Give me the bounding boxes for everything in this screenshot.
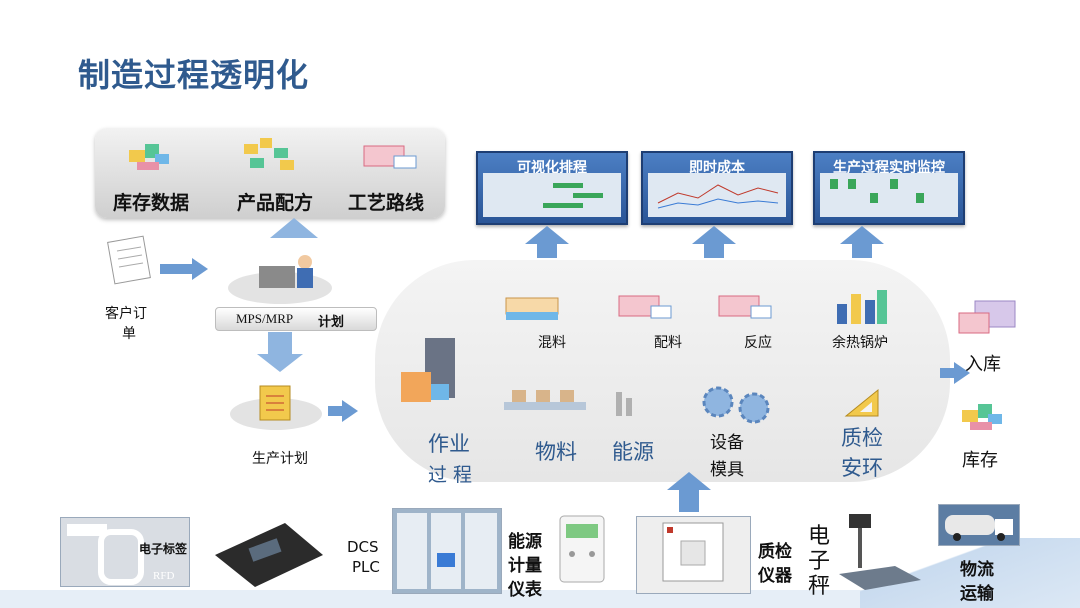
order-document-icon [103, 235, 159, 285]
product-recipe-icon [240, 134, 300, 174]
waste-heat-boiler-icon [831, 284, 891, 328]
up-arrow-3 [840, 226, 884, 258]
production-plan-icon [228, 380, 324, 432]
up-arrow-1 [525, 226, 569, 258]
realtime-monitoring-title: 生产过程实时监控 [833, 160, 945, 176]
energy-meter-label-1: 能源 [508, 532, 542, 552]
plan-right-arrow [328, 400, 358, 422]
up-arrow-bottom [667, 472, 711, 512]
qc-instrument-label-1: 质检 [758, 542, 792, 562]
mold-label: 模具 [710, 460, 744, 480]
triangle-ruler-icon [842, 386, 882, 420]
mps-mrp-label: MPS/MRP [236, 311, 294, 326]
down-arrow-plan [270, 218, 318, 238]
handheld-scanner-icon [205, 515, 330, 590]
down-arrow-production [257, 332, 303, 372]
quality-label: 质检 [841, 426, 883, 450]
inventory-icon [958, 396, 1008, 436]
logistics-label-1: 物流 [960, 560, 994, 580]
conveyor-icon [502, 386, 588, 416]
electronic-scale-icon [835, 508, 925, 594]
rfid-tag-label: 电子标签 [139, 542, 188, 556]
product-recipe-label: 产品配方 [237, 192, 314, 214]
gears-icon [692, 384, 784, 424]
batching-icon [615, 292, 675, 328]
data-source-panel: 库存数据 产品配方 工艺路线 [95, 128, 445, 218]
production-plan-label: 生产计划 [252, 451, 308, 467]
order-right-arrow [160, 258, 208, 280]
equipment-label: 设备 [710, 433, 744, 453]
control-cabinet-image [392, 508, 502, 594]
inventory-data-label: 库存数据 [113, 192, 190, 214]
visual-scheduling-title: 可视化排程 [517, 160, 587, 176]
qc-instrument-image [636, 516, 751, 594]
reaction-icon [715, 292, 775, 328]
reaction-label: 反应 [744, 335, 772, 351]
process-panel: 混料 配料 反应 余热锅炉 作业 过 程 物料 能源 设备 模具 质检 安环 [375, 260, 950, 486]
energy-meter-icon [556, 514, 608, 584]
realtime-cost-screen: 即时成本 [641, 151, 793, 225]
inventory-data-icon [125, 136, 175, 176]
energy-meter-label-2: 计量 [508, 556, 542, 576]
up-arrow-2 [692, 226, 736, 258]
process-right-arrow [940, 362, 970, 384]
batching-label: 配料 [654, 335, 682, 351]
scale-label-2: 子 [808, 549, 831, 574]
energy-label: 能源 [612, 440, 654, 464]
material-label: 物料 [535, 440, 577, 464]
mixing-icon [502, 288, 562, 328]
logistics-truck-image [938, 504, 1020, 546]
page-title: 制造过程透明化 [78, 56, 310, 94]
inventory-label: 库存 [962, 450, 998, 471]
order-label-1: 客户订 [105, 306, 147, 322]
realtime-monitoring-screen: 生产过程实时监控 [813, 151, 965, 225]
rfid-tag-image: 电子标签 RFD [60, 517, 190, 587]
dcs-label: DCS [347, 538, 379, 556]
qc-instrument-label-2: 仪器 [758, 566, 792, 586]
order-label-2: 单 [122, 326, 136, 342]
process-route-icon [360, 142, 420, 176]
inbound-label: 入库 [965, 354, 1001, 375]
bottom-band [0, 590, 1080, 608]
rfd-label: RFD [153, 570, 175, 582]
process-route-label: 工艺路线 [348, 192, 425, 214]
mps-mrp-plan-bar: MPS/MRP 计划 [215, 307, 377, 331]
scale-label-3: 秤 [808, 574, 831, 599]
work-label: 作业 [428, 432, 470, 456]
energy-icon [613, 388, 637, 418]
realtime-cost-title: 即时成本 [689, 160, 745, 176]
energy-meter-label-3: 仪表 [508, 580, 542, 600]
plc-label: PLC [352, 558, 380, 576]
logistics-label-2: 运输 [960, 584, 994, 604]
inbound-boxes-icon [955, 295, 1021, 339]
factory-building-icon [395, 334, 465, 410]
planner-icon [225, 248, 335, 306]
mixing-label: 混料 [538, 335, 566, 351]
safety-env-label: 安环 [841, 456, 883, 480]
waste-heat-boiler-label: 余热锅炉 [832, 335, 888, 351]
plan-label: 计划 [318, 315, 345, 330]
process-label: 过 程 [428, 464, 473, 486]
scale-label-1: 电 [808, 524, 831, 549]
visual-scheduling-screen: 可视化排程 [476, 151, 628, 225]
